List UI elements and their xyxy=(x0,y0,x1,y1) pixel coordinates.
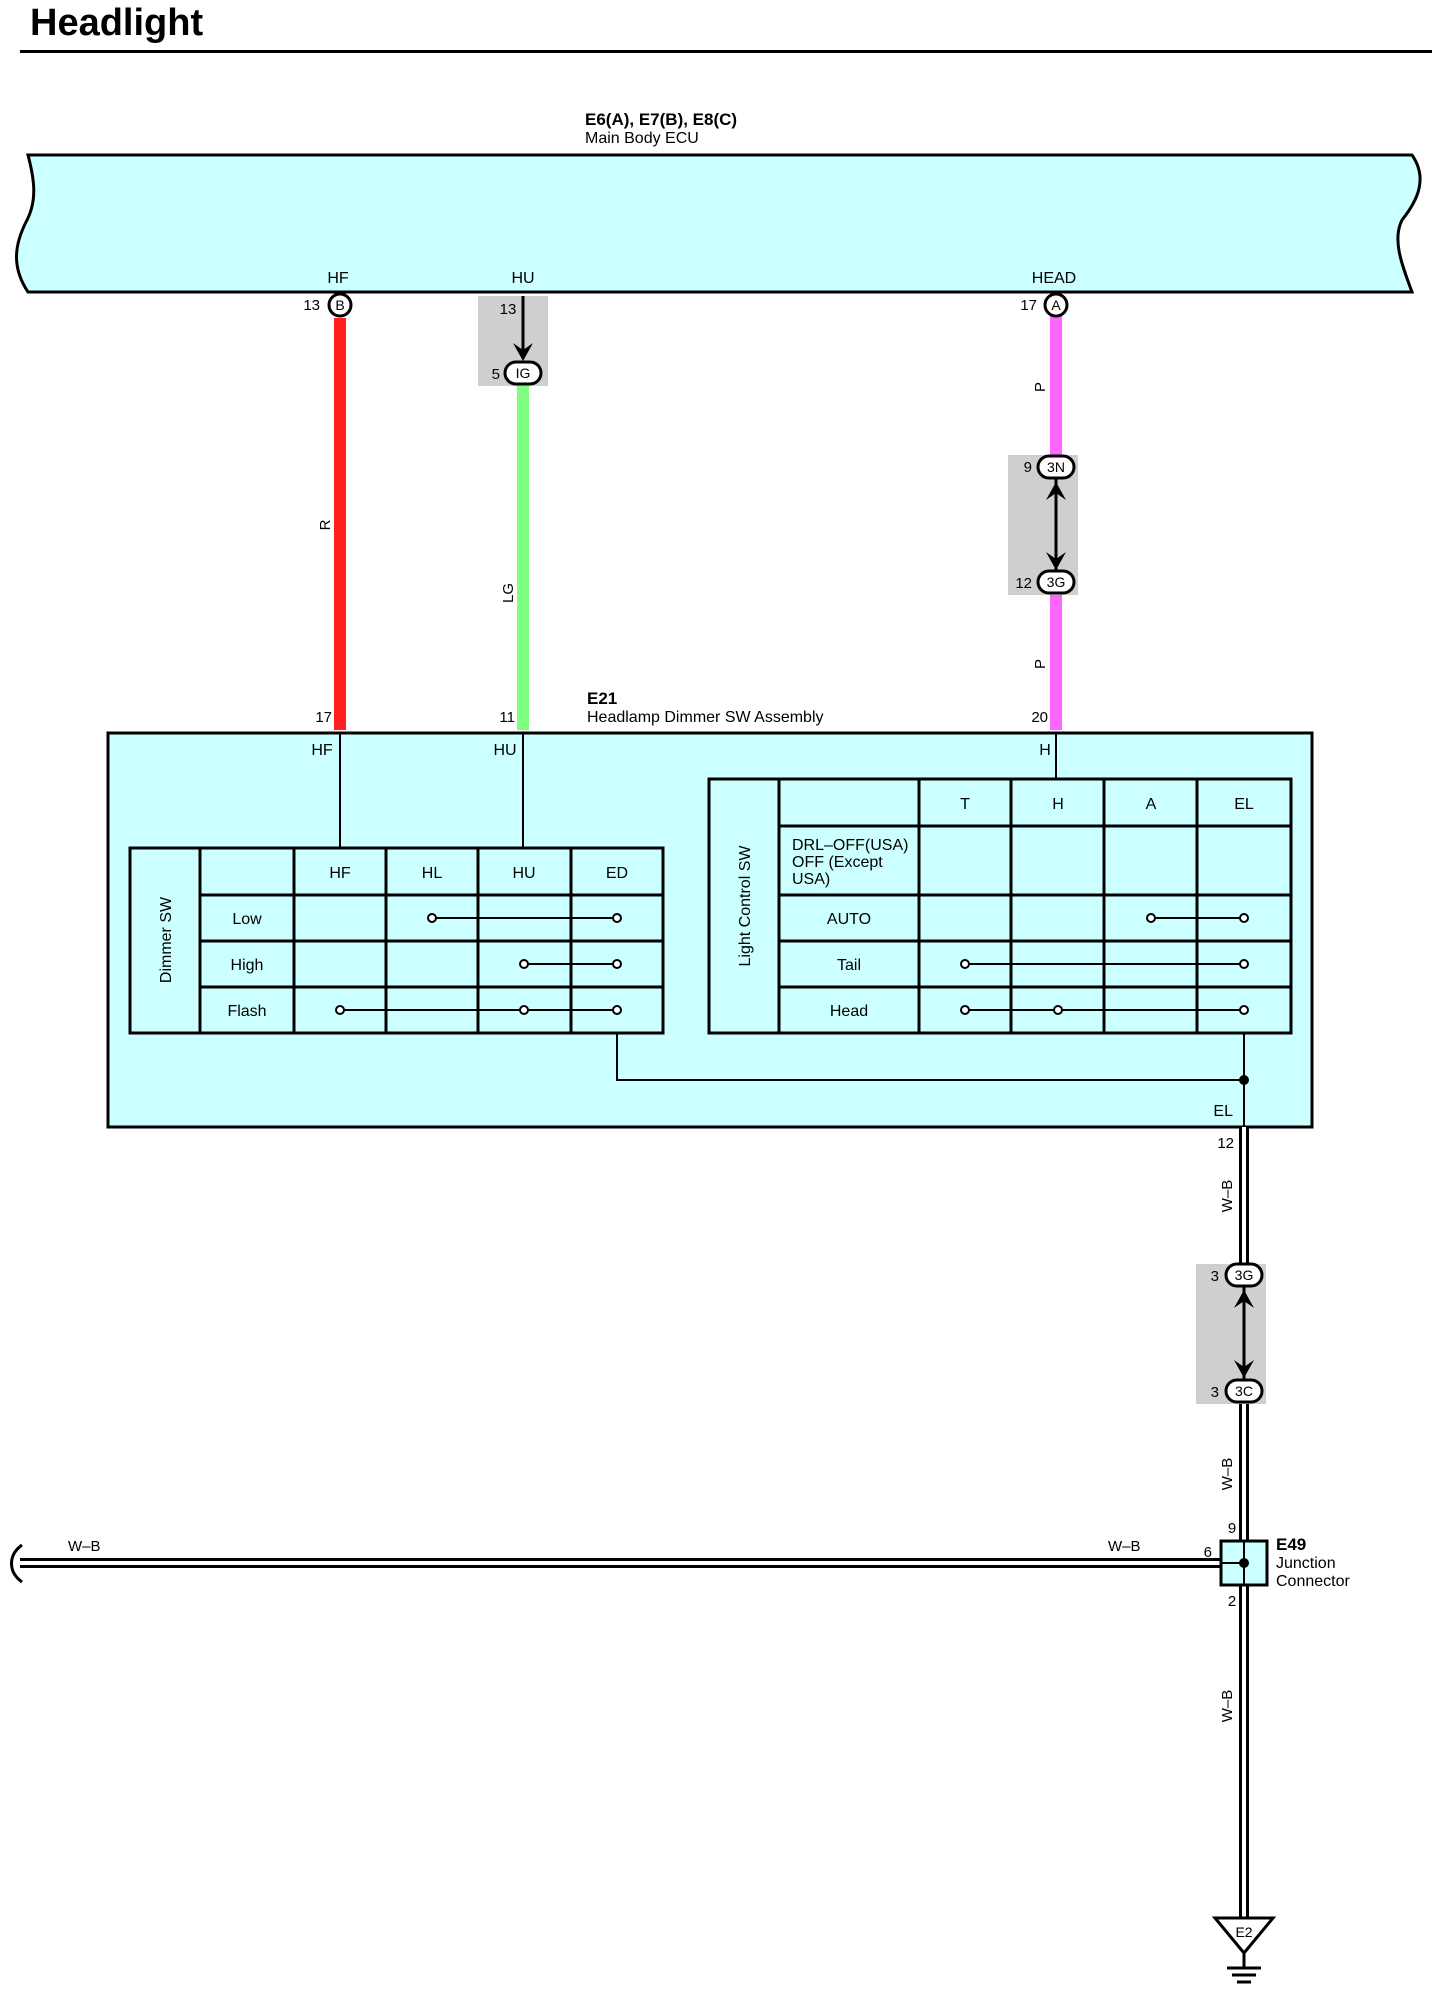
light-continuity-auto xyxy=(1146,913,1249,923)
ecu-connector-b-label: B xyxy=(335,297,344,313)
ground-symbol xyxy=(1211,1916,1277,1956)
ground-junction-pin-top: 3 xyxy=(1211,1268,1219,1285)
light-row-drl-off-line2: OFF (Except xyxy=(792,854,883,871)
side-wire-label-left: W–B xyxy=(68,1538,101,1555)
head-junction-pin-top: 9 xyxy=(1024,459,1032,476)
switch-pin-h: 20 xyxy=(1031,709,1048,726)
ground-connector-3g-label: 3G xyxy=(1235,1267,1254,1283)
light-col-t: T xyxy=(960,796,970,813)
dimmer-row-high: High xyxy=(231,957,264,974)
hu-connector-ig-label: IG xyxy=(516,365,531,381)
junction-code: E49 xyxy=(1276,1535,1306,1554)
head-connector-3g-label: 3G xyxy=(1047,574,1066,590)
light-continuity-tail xyxy=(960,959,1249,969)
page-title: Headlight xyxy=(30,2,204,44)
hu-junction-pin-bot: 5 xyxy=(492,366,500,383)
switch-name: Headlamp Dimmer SW Assembly xyxy=(587,709,824,726)
light-sw-title: Light Control SW xyxy=(737,845,754,967)
ecu-connector-a-label: A xyxy=(1051,297,1061,313)
dimmer-row-low: Low xyxy=(232,911,262,928)
head-junction-arrow-down xyxy=(1046,552,1066,570)
head-connector-3n-label: 3N xyxy=(1047,459,1065,475)
light-control-table xyxy=(707,777,1293,1035)
light-row-auto: AUTO xyxy=(827,911,871,928)
dimmer-col-hl: HL xyxy=(422,865,443,882)
ecu-term-hf: HF xyxy=(327,270,349,287)
ground-wire-label-1: W–B xyxy=(1219,1180,1236,1213)
ecu-pin-hf: 13 xyxy=(303,297,320,314)
side-wire-break xyxy=(10,1543,23,1584)
dimmer-continuity-high xyxy=(519,959,622,969)
ecu-connector-b xyxy=(327,292,353,318)
dimmer-col-ed: ED xyxy=(606,865,628,882)
dimmer-continuity-low xyxy=(427,913,622,923)
title-rule xyxy=(20,50,1432,53)
head-connector-3n xyxy=(1036,454,1076,480)
el-junction-dot xyxy=(1239,1075,1249,1085)
hu-connector-ig xyxy=(503,360,543,386)
switch-term-el: EL xyxy=(1213,1103,1233,1120)
light-continuity-head xyxy=(960,1005,1249,1015)
switch-pin-hf: 17 xyxy=(315,709,332,726)
switch-pin-hu: 11 xyxy=(499,709,515,726)
switch-code: E21 xyxy=(587,689,617,708)
light-col-h: H xyxy=(1052,796,1064,813)
ground-junction-link xyxy=(1234,1286,1254,1380)
dimmer-sw-title: Dimmer SW xyxy=(158,896,175,983)
light-row-tail: Tail xyxy=(837,957,861,974)
hu-wire-color-label: LG xyxy=(500,583,517,603)
ecu-name: Main Body ECU xyxy=(585,130,699,147)
junction-pin-left: 6 xyxy=(1204,1544,1212,1561)
ground-connector-3c xyxy=(1224,1378,1264,1404)
dimmer-continuity-flash xyxy=(335,1005,622,1015)
hu-junction-arrow xyxy=(513,343,533,361)
ground-connector-3c-label: 3C xyxy=(1235,1383,1253,1399)
head-wire-color-label-upper: P xyxy=(1032,382,1049,392)
junction-connector-dot xyxy=(1239,1558,1249,1568)
ground-label: E2 xyxy=(1235,1924,1252,1940)
ecu-term-head: HEAD xyxy=(1032,270,1076,287)
ground-wire-label-2: W–B xyxy=(1219,1458,1236,1491)
ground-wire-label-3: W–B xyxy=(1219,1690,1236,1723)
junction-name-line1: Junction xyxy=(1276,1555,1336,1572)
hf-wire-color-label: R xyxy=(317,519,334,530)
dimmer-col-hu: HU xyxy=(512,865,535,882)
switch-term-h: H xyxy=(1039,742,1051,759)
head-connector-3g xyxy=(1036,569,1076,595)
light-row-drl-off-line3: USA) xyxy=(792,871,830,888)
head-junction-pin-bot: 12 xyxy=(1015,575,1032,592)
dimmer-switch-table xyxy=(128,846,665,1035)
ground-junction-pin-bot: 3 xyxy=(1211,1384,1219,1401)
ecu-body[interactable] xyxy=(15,153,1422,294)
light-row-head: Head xyxy=(830,1003,868,1020)
ecu-pin-head: 17 xyxy=(1020,297,1037,314)
hu-junction-pin-top: 13 xyxy=(500,301,517,318)
ecu-code: E6(A), E7(B), E8(C) xyxy=(585,110,737,129)
junction-pin-bot: 2 xyxy=(1228,1593,1236,1610)
junction-name-line2: Connector xyxy=(1276,1573,1350,1590)
head-junction-arrow-up xyxy=(1046,482,1066,500)
dimmer-col-hf: HF xyxy=(329,865,351,882)
ground-connector-3g xyxy=(1224,1262,1264,1288)
light-col-el: EL xyxy=(1234,796,1254,813)
side-wire-label-right: W–B xyxy=(1108,1538,1141,1555)
dimmer-row-flash: Flash xyxy=(227,1003,266,1020)
switch-term-hu: HU xyxy=(493,742,516,759)
switch-term-hf: HF xyxy=(311,742,333,759)
ed-el-internal-link xyxy=(616,1033,1244,1081)
ground-earth-icon xyxy=(1227,1953,1261,1984)
junction-pin-top: 9 xyxy=(1228,1520,1236,1537)
light-col-a: A xyxy=(1146,796,1157,813)
ecu-term-hu: HU xyxy=(511,270,534,287)
light-row-drl-off-line1: DRL–OFF(USA) xyxy=(792,837,908,854)
head-wire-color-label-lower: P xyxy=(1032,659,1049,669)
switch-pin-el: 12 xyxy=(1217,1135,1234,1152)
ecu-connector-a xyxy=(1043,292,1069,318)
